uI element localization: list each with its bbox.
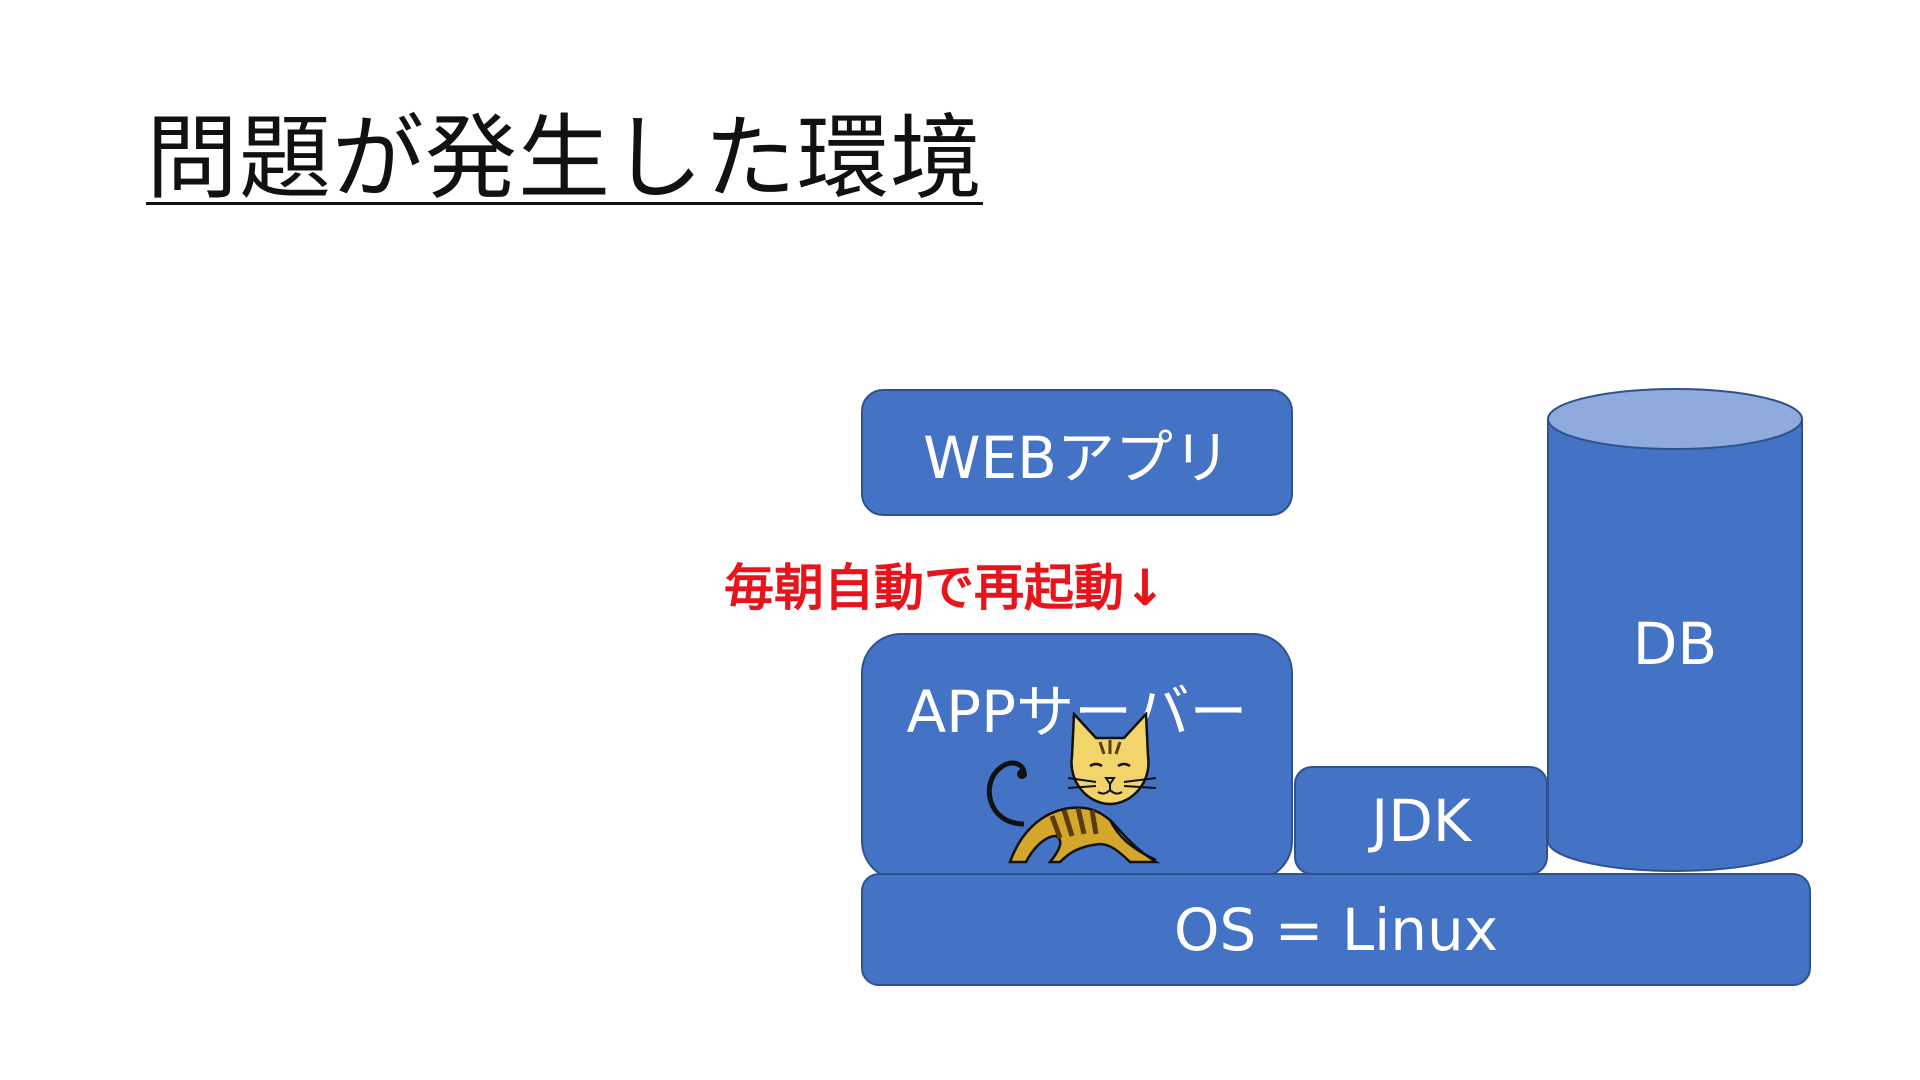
jdk-label: JDK — [1371, 786, 1471, 855]
restart-note: 毎朝自動で再起動↓ — [724, 559, 1166, 617]
tomcat-cat-icon — [986, 712, 1161, 864]
web-app-label: WEBアプリ — [923, 423, 1231, 492]
db-cylinder — [1547, 388, 1803, 872]
db-label: DB — [1632, 610, 1718, 678]
os-label: OS = Linux — [1173, 895, 1499, 964]
web-app-block: WEBアプリ — [861, 389, 1293, 516]
slide-title: 問題が発生した環境 — [146, 105, 984, 212]
jdk-block: JDK — [1294, 766, 1548, 875]
os-block: OS = Linux — [861, 873, 1811, 986]
